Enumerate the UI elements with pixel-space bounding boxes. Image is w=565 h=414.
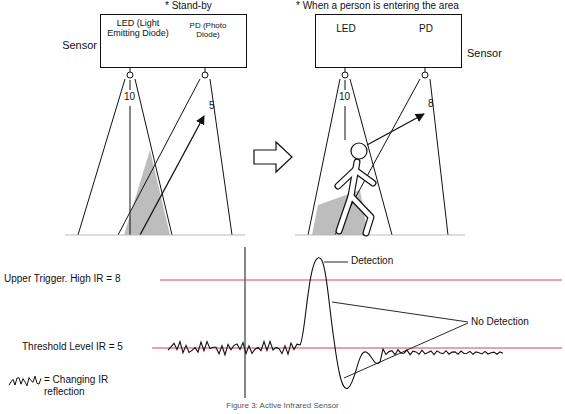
signal-chart — [152, 247, 562, 398]
distance-value: 10 — [339, 91, 350, 103]
scene-title: * Stand-by — [165, 0, 212, 12]
legend-row: = Changing IR reflection — [8, 374, 136, 397]
transition-arrow — [254, 142, 292, 172]
sensor-box: LEDPDSensor — [315, 14, 462, 68]
led-label: LED (Light Emitting Diode) — [105, 18, 171, 39]
sensor-label: Sensor — [467, 47, 517, 60]
detection-scene — [295, 68, 465, 235]
trigger-label: Upper Trigger. High IR = 8 — [4, 273, 120, 285]
detection-label: Detection — [351, 255, 393, 267]
legend-text: = Changing IR reflection — [44, 374, 136, 397]
signal-value: 5 — [209, 100, 215, 112]
sensor-box: SensorLED (Light Emitting Diode)PD (Phot… — [100, 14, 247, 68]
led-label: LED — [328, 23, 364, 35]
no-detection-label: No Detection — [471, 316, 529, 328]
pd-label: PD — [411, 23, 441, 35]
sensor-label: Sensor — [57, 39, 97, 52]
figure-caption: Figure 3: Active Infrared Sensor — [0, 401, 565, 410]
signal-value: 8 — [428, 98, 434, 110]
standby-scene — [65, 68, 245, 235]
person-figure — [338, 143, 373, 233]
distance-value: 10 — [124, 91, 135, 103]
pd-label: PD (Photo Diode) — [179, 21, 237, 39]
threshold-label: Threshold Level IR = 5 — [22, 341, 123, 353]
scene-title: * When a person is entering the area — [296, 0, 459, 12]
squiggle-sample — [8, 374, 44, 388]
